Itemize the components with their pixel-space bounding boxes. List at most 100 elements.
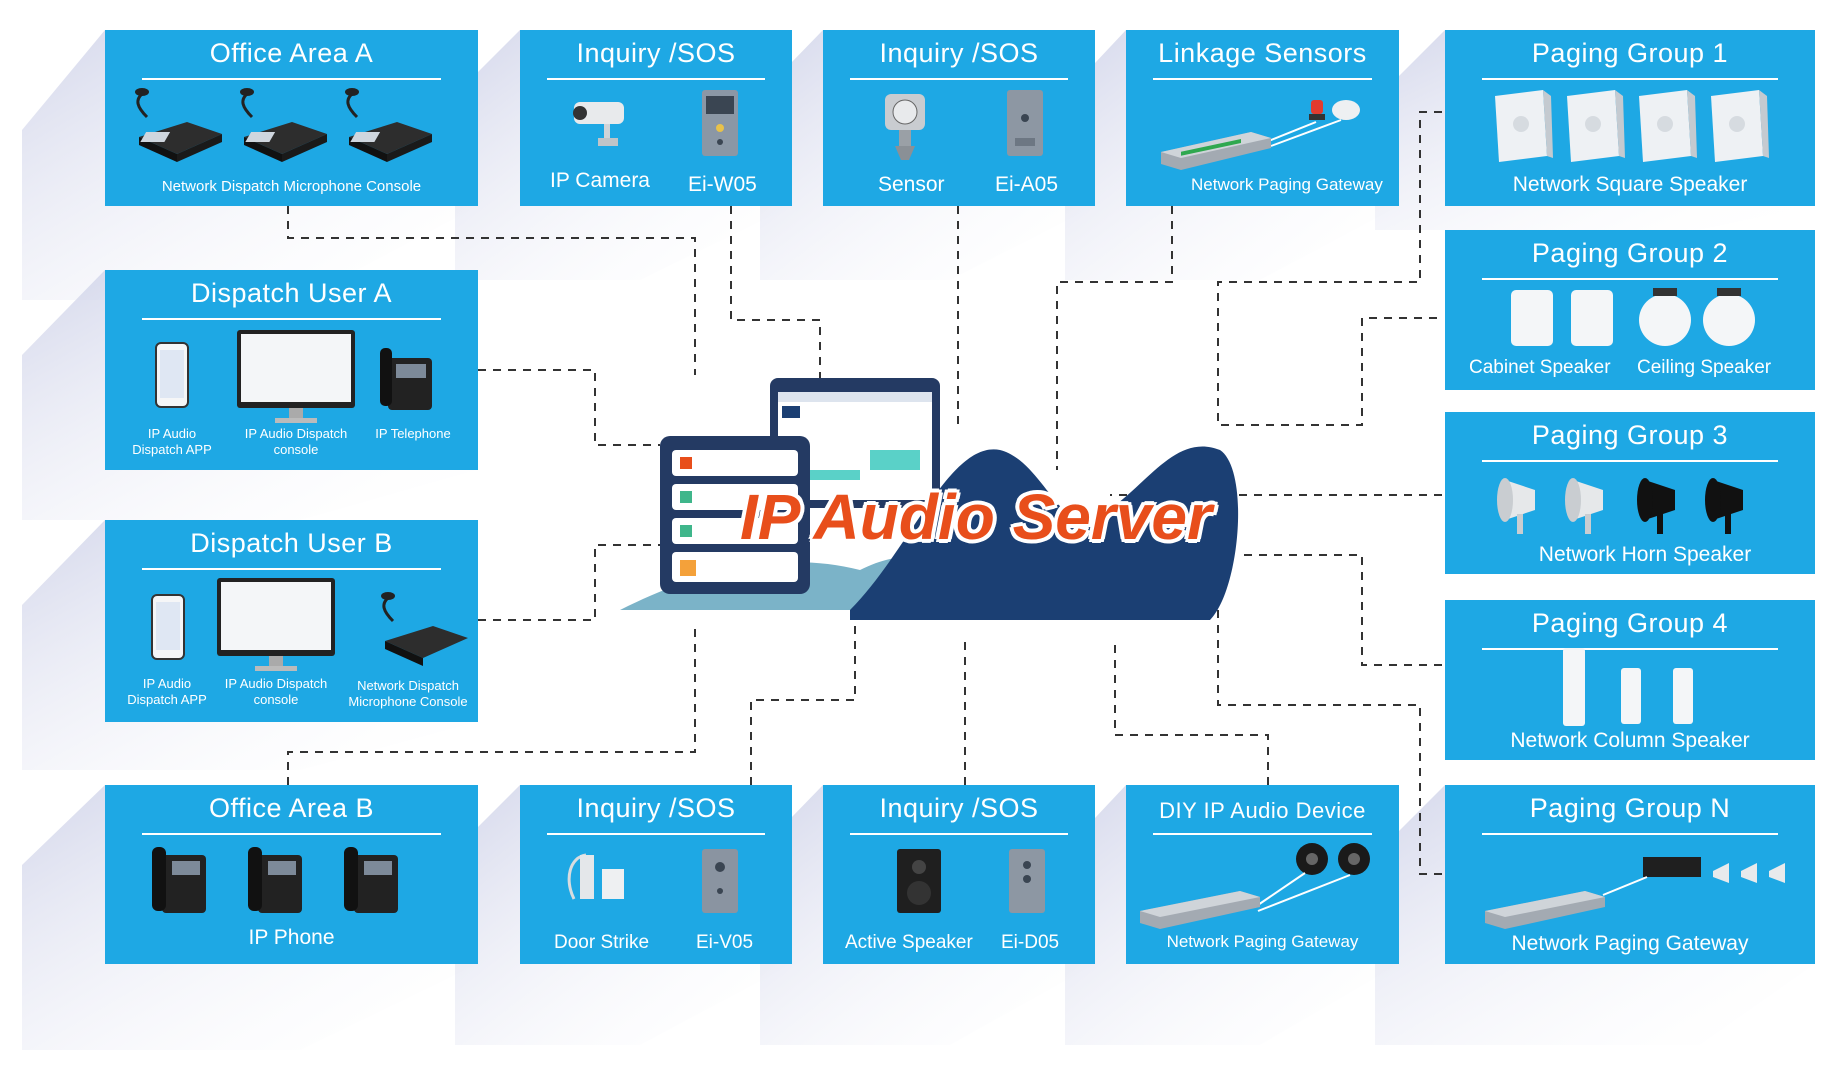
microphone-console-icon — [135, 86, 434, 164]
label-network-paging-gateway: Network Paging Gateway — [1166, 932, 1359, 951]
ceiling-speaker-icon — [1639, 288, 1755, 346]
column-speaker-icon — [1563, 648, 1693, 726]
label-network-dispatch-mic-console: Network Dispatch Microphone Console — [348, 678, 468, 710]
door-strike-icon — [567, 853, 624, 900]
label-ei-v05: Ei-V05 — [696, 932, 754, 953]
divider — [142, 833, 441, 835]
ip-telephone-icon — [380, 348, 432, 410]
label-ip-audio-dispatch-console: IP Audio Dispatch console — [224, 676, 328, 708]
link-dispatch-b — [478, 544, 660, 621]
divider — [142, 78, 441, 80]
label-active-speaker: Active Speaker — [845, 932, 973, 953]
divider — [1482, 278, 1778, 280]
intercom-ei-w05-icon — [702, 90, 738, 156]
divider — [142, 568, 441, 570]
smartphone-icon — [151, 594, 185, 660]
intercom-ei-a05-icon — [1007, 90, 1043, 156]
intercom-ei-d05-icon — [1009, 849, 1045, 913]
label-network-horn-speaker: Network Horn Speaker — [1538, 543, 1752, 566]
card-title: Paging Group 2 — [1531, 238, 1729, 268]
card-title: Inquiry /SOS — [879, 38, 1039, 68]
card-title: Inquiry /SOS — [576, 38, 736, 68]
divider — [1482, 833, 1778, 835]
dispatch-console-monitor-icon — [237, 330, 355, 423]
link-pg1 — [1217, 111, 1442, 426]
intercom-ei-v05-icon — [702, 849, 738, 913]
divider — [547, 78, 765, 80]
card-title: Dispatch User B — [190, 528, 393, 558]
active-speaker-icon — [897, 849, 941, 913]
card-paging-group-3: Paging Group 3 Network Horn Speaker — [1445, 412, 1815, 574]
card-diy-ip-audio-device: DIY IP Audio Device Network Paging Gatew… — [1126, 785, 1399, 964]
link-sos3 — [750, 625, 856, 785]
smartphone-icon — [155, 342, 189, 408]
card-title: Paging Group 3 — [1531, 420, 1729, 450]
label-sensor: Sensor — [878, 173, 945, 196]
card-paging-group-1: Paging Group 1 Network Square Speaker — [1445, 30, 1815, 206]
label-network-paging-gateway: Network Paging Gateway — [1511, 932, 1749, 955]
card-title: Office Area B — [208, 793, 375, 823]
link-pgn — [1217, 600, 1442, 875]
label-door-strike: Door Strike — [554, 932, 650, 953]
link-office-a — [287, 206, 696, 375]
link-sos1 — [730, 206, 821, 380]
label-ip-audio-dispatch-console: IP Audio Dispatch console — [244, 426, 348, 458]
label-network-dispatch-mic-console: Network Dispatch Microphone Console — [161, 178, 422, 195]
card-office-area-a: Office Area A Network Dispatch Microphon… — [105, 30, 478, 206]
card-dispatch-user-a: Dispatch User A IP Audio Dispatch APP IP… — [105, 270, 478, 470]
card-title: Linkage Sensors — [1158, 38, 1367, 68]
card-title: Paging Group N — [1529, 793, 1731, 823]
label-network-column-speaker: Network Column Speaker — [1510, 729, 1750, 752]
card-inquiry-sos-3: Inquiry /SOS Door Strike Ei-V05 — [520, 785, 792, 964]
card-title: Dispatch User A — [190, 278, 393, 308]
label-ip-telephone: IP Telephone — [375, 426, 451, 441]
label-ei-w05: Ei-W05 — [688, 173, 757, 196]
ip-audio-server-illustration — [620, 378, 1239, 620]
card-inquiry-sos-4: Inquiry /SOS Active Speaker Ei-D05 — [823, 785, 1095, 964]
card-office-area-b: Office Area B IP Phone — [105, 785, 478, 964]
microphone-console-icon — [381, 592, 468, 666]
label-ip-phone: IP Phone — [248, 926, 335, 949]
cabinet-speaker-icon — [1511, 290, 1613, 346]
dispatch-console-monitor-icon — [217, 578, 335, 671]
link-diy — [1114, 640, 1269, 785]
divider — [850, 78, 1068, 80]
label-ip-audio-dispatch-app: IP Audio Dispatch APP — [132, 426, 212, 458]
paging-gateway-with-sensors-icon — [1161, 100, 1360, 170]
label-ei-a05: Ei-A05 — [995, 173, 1059, 196]
label-ei-d05: Ei-D05 — [1001, 932, 1060, 953]
divider — [1153, 78, 1372, 80]
label-network-square-speaker: Network Square Speaker — [1512, 173, 1748, 196]
card-paging-group-n: Paging Group N Network Paging Gateway — [1445, 785, 1815, 964]
server-title: IP Audio Server — [740, 481, 1212, 553]
card-title: Paging Group 1 — [1531, 38, 1729, 68]
divider — [1482, 78, 1778, 80]
link-dispatch-a — [478, 369, 660, 446]
divider — [850, 833, 1068, 835]
label-ceiling-speaker: Ceiling Speaker — [1637, 357, 1772, 378]
card-dispatch-user-b: Dispatch User B IP Audio Dispatch APP IP… — [105, 520, 478, 722]
card-title: Inquiry /SOS — [576, 793, 736, 823]
card-inquiry-sos-2: Inquiry /SOS Sensor Ei-A05 — [823, 30, 1095, 206]
label-ip-camera: IP Camera — [550, 169, 650, 192]
divider — [547, 833, 765, 835]
gateway-with-amplifier-icon — [1485, 857, 1785, 929]
card-title: Office Area A — [209, 38, 374, 68]
label-ip-audio-dispatch-app: IP Audio Dispatch APP — [127, 676, 207, 708]
card-title: Paging Group 4 — [1531, 608, 1729, 638]
sensor-icon — [885, 94, 925, 160]
square-speaker-icon — [1495, 90, 1769, 162]
card-inquiry-sos-1: Inquiry /SOS IP Camera Ei-W05 — [520, 30, 792, 206]
card-paging-group-2: Paging Group 2 Cabinet Speaker Ceiling S… — [1445, 230, 1815, 390]
divider — [1153, 833, 1372, 835]
gateway-with-speakers-icon — [1140, 843, 1370, 929]
card-linkage-sensors: Linkage Sensors Network Paging Gateway — [1126, 30, 1399, 206]
divider — [1482, 460, 1778, 462]
horn-speaker-icon — [1497, 478, 1743, 534]
link-office-b — [287, 625, 696, 785]
divider — [142, 318, 441, 320]
card-title: Inquiry /SOS — [879, 793, 1039, 823]
divider — [1482, 648, 1778, 650]
card-paging-group-4: Paging Group 4 Network Column Speaker — [1445, 600, 1815, 760]
